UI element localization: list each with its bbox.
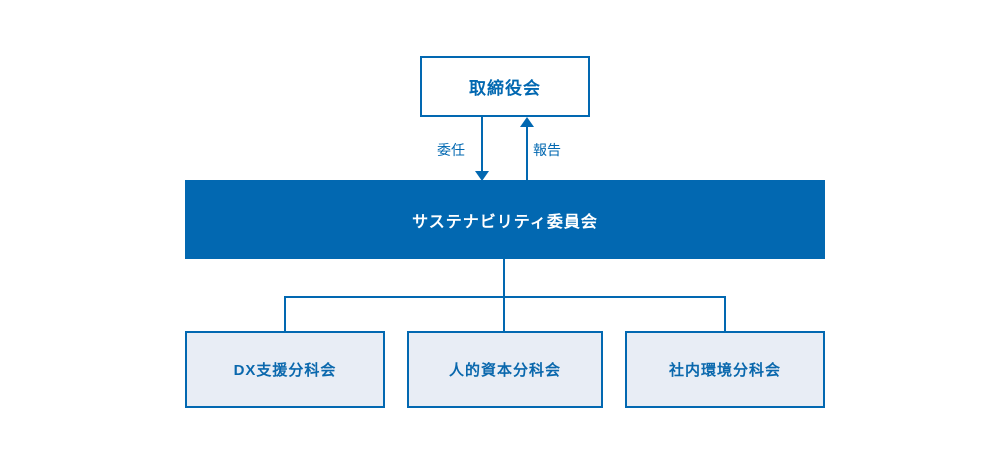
delegation-arrowhead-icon [475, 171, 489, 181]
report-edge-label: 報告 [533, 142, 561, 158]
sustainability-committee-bar: サステナビリティ委員会 [185, 180, 825, 259]
subcommittee-internal-environment-label: 社内環境分科会 [668, 362, 781, 379]
connector-horizontal-line [284, 296, 726, 298]
subcommittee-box-human-capital: 人的資本分科会 [407, 331, 603, 408]
connector-right-drop-line [724, 296, 726, 331]
report-arrow-line [526, 126, 528, 180]
subcommittee-box-internal-environment: 社内環境分科会 [625, 331, 825, 408]
connector-left-drop-line [284, 296, 286, 331]
delegation-edge-label: 委任 [437, 142, 465, 158]
board-of-directors-label: 取締役会 [469, 79, 541, 98]
subcommittee-dx-support-label: DX支援分科会 [233, 362, 337, 379]
subcommittee-human-capital-label: 人的資本分科会 [448, 362, 561, 379]
connector-center-line [503, 259, 505, 331]
subcommittee-box-dx-support: DX支援分科会 [185, 331, 385, 408]
report-arrowhead-icon [520, 117, 534, 127]
delegation-arrow-line [481, 117, 483, 173]
board-of-directors-box: 取締役会 [420, 56, 590, 117]
sustainability-committee-label: サステナビリティ委員会 [412, 213, 598, 231]
